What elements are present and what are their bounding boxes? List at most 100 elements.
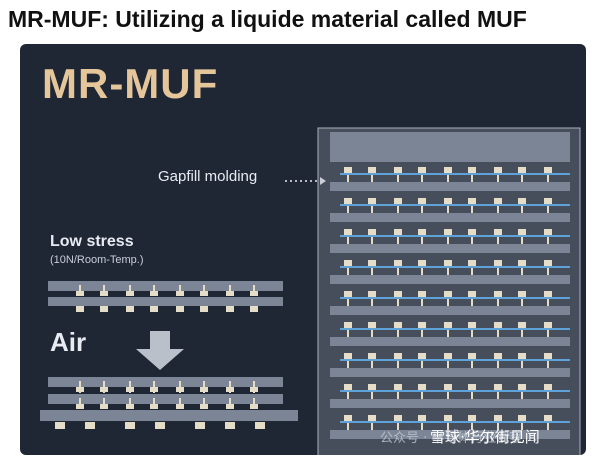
micro-bump <box>494 229 502 235</box>
low-stress-die-pair <box>48 281 283 312</box>
solder-bump <box>255 422 265 429</box>
micro-bump <box>468 415 476 421</box>
micro-bump <box>344 415 352 421</box>
underfill-line <box>340 328 570 330</box>
solder-bump <box>155 422 165 429</box>
micro-bump <box>494 384 502 390</box>
core-die <box>330 275 570 284</box>
micro-bump <box>100 404 108 409</box>
micro-bump <box>494 353 502 359</box>
lower-die-low-stress <box>48 297 283 306</box>
micro-bump <box>344 384 352 390</box>
micro-bump <box>200 291 208 296</box>
micro-bump <box>200 404 208 409</box>
solder-bump <box>85 422 95 429</box>
underfill-line <box>340 421 570 423</box>
micro-bump <box>444 291 452 297</box>
micro-bump <box>444 384 452 390</box>
micro-bump <box>468 291 476 297</box>
micro-bump <box>368 167 376 173</box>
solder-bump <box>225 422 235 429</box>
micro-bump <box>126 291 134 296</box>
micro-bump <box>544 384 552 390</box>
micro-bump <box>126 306 134 312</box>
micro-bump <box>418 384 426 390</box>
micro-bump <box>518 322 526 328</box>
micro-bump <box>394 415 402 421</box>
slide-heading: MR-MUF: Utilizing a liquide material cal… <box>8 6 527 32</box>
micro-bump <box>368 260 376 266</box>
gapfill-arrowhead <box>320 177 326 185</box>
micro-bump <box>368 353 376 359</box>
micro-bump <box>176 306 184 312</box>
micro-bump <box>444 198 452 204</box>
micro-bump <box>468 260 476 266</box>
molded-stack <box>317 127 581 455</box>
micro-bump <box>150 387 158 392</box>
core-die <box>330 182 570 191</box>
micro-bump <box>344 322 352 328</box>
solder-bump <box>195 422 205 429</box>
micro-bump <box>468 353 476 359</box>
bonded-stack-left <box>40 377 298 429</box>
underfill-line <box>340 390 570 392</box>
micro-bump <box>544 167 552 173</box>
underfill-line <box>340 204 570 206</box>
micro-bump <box>468 384 476 390</box>
micro-bump <box>494 415 502 421</box>
micro-bump <box>518 291 526 297</box>
micro-bump <box>126 387 134 392</box>
air-label: Air <box>50 327 87 357</box>
watermark-xueqiu: 雪球·华尔街见闻 <box>430 428 540 446</box>
bonded-die-middle <box>48 394 283 404</box>
micro-bump <box>494 260 502 266</box>
micro-bump <box>126 404 134 409</box>
micro-bump <box>250 291 258 296</box>
micro-bump <box>468 167 476 173</box>
micro-bump <box>368 322 376 328</box>
bonded-die-top <box>48 377 283 387</box>
micro-bump <box>368 415 376 421</box>
micro-bump <box>544 198 552 204</box>
micro-bump <box>394 384 402 390</box>
micro-bump <box>176 291 184 296</box>
micro-bump <box>394 353 402 359</box>
micro-bump <box>250 306 258 312</box>
gapfill-molding-label: Gapfill molding <box>158 168 258 185</box>
micro-bump <box>494 198 502 204</box>
micro-bump <box>518 167 526 173</box>
micro-bump <box>100 291 108 296</box>
micro-bump <box>176 404 184 409</box>
micro-bump <box>444 260 452 266</box>
micro-bump <box>494 291 502 297</box>
underfill-line <box>340 235 570 237</box>
micro-bump <box>226 387 234 392</box>
micro-bump <box>544 260 552 266</box>
micro-bump <box>418 415 426 421</box>
watermark-wechat: 公众号 · 半导体行业观察 <box>380 431 523 446</box>
underfill-line <box>340 173 570 175</box>
micro-bump <box>100 306 108 312</box>
micro-bump <box>418 229 426 235</box>
micro-bump <box>368 229 376 235</box>
micro-bump <box>150 306 158 312</box>
micro-bump <box>544 322 552 328</box>
micro-bump <box>468 229 476 235</box>
molding-outline <box>317 127 581 455</box>
micro-bump <box>176 387 184 392</box>
micro-bump <box>368 384 376 390</box>
micro-bump <box>418 198 426 204</box>
micro-bump <box>418 260 426 266</box>
micro-bump <box>250 404 258 409</box>
micro-bump <box>394 291 402 297</box>
micro-bump <box>76 404 84 409</box>
micro-bump <box>494 322 502 328</box>
process-down-arrow <box>136 331 184 370</box>
micro-bump <box>418 291 426 297</box>
micro-bump <box>226 291 234 296</box>
micro-bump <box>76 291 84 296</box>
micro-bump <box>544 353 552 359</box>
low-stress-label: Low stress <box>50 233 134 250</box>
micro-bump <box>394 229 402 235</box>
underfill-line <box>340 359 570 361</box>
